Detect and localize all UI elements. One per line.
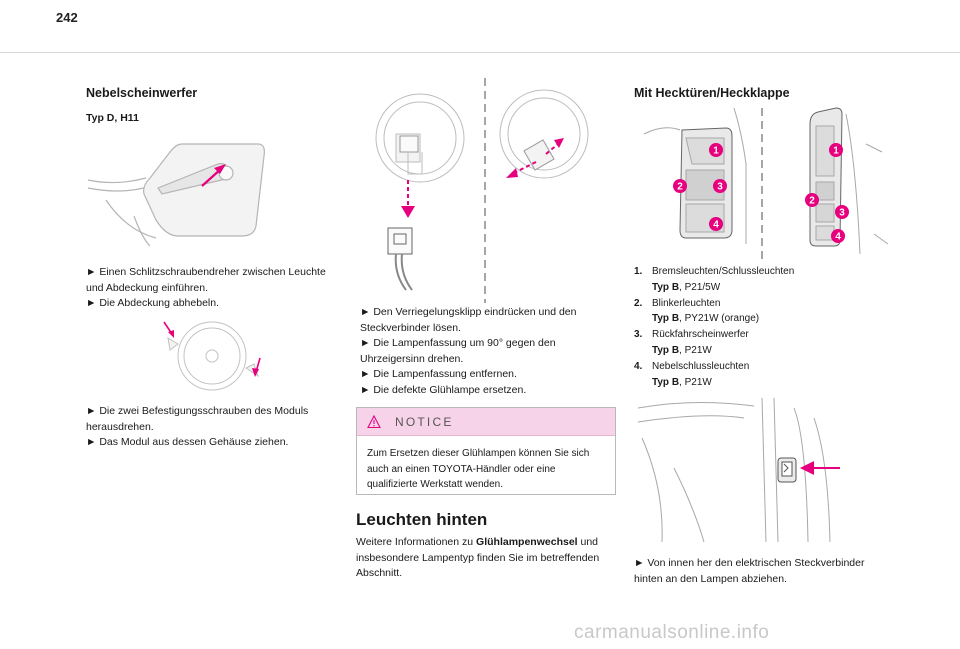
svg-text:4: 4	[713, 220, 719, 231]
warning-triangle-icon	[367, 414, 381, 428]
bulb-step1: Den Verriegelungsklipp eindrücken und de…	[360, 306, 577, 334]
section-heading-rear-doors: Mit Hecktüren/Heckklappe	[634, 86, 790, 100]
bulb-step3: Die Lampenfassung entfernen.	[373, 368, 517, 380]
fog-step2-line1: Die zwei Befestigungsschrauben des Modul…	[86, 405, 309, 433]
notice-text: Zum Ersetzen dieser Glühlampen können Si…	[367, 448, 590, 490]
callout-1-left: 1	[709, 143, 723, 157]
fog-module-screws-illustration	[163, 321, 261, 391]
rear-lights-intro: Weitere Informationen zu Glühlampenwechs…	[356, 536, 600, 579]
fog-step1-text: ► Einen Schlitzschraubendreher zwischen …	[86, 266, 326, 309]
header-rule	[0, 52, 960, 53]
svg-text:3: 3	[717, 182, 723, 193]
svg-text:1: 1	[833, 146, 839, 157]
screw-arrow-icon	[163, 321, 261, 377]
fog-step2-line2: Das Modul aus dessen Gehäuse ziehen.	[99, 436, 289, 448]
callout-3-right: 3	[835, 205, 849, 219]
bulb-step2: Die Lampenfassung um 90° gegen den Uhrze…	[360, 337, 556, 365]
connector-step-text: ► Von innen her den elektrischen Steckve…	[634, 557, 865, 585]
notice-title: NOTICE	[395, 414, 454, 429]
watermark: carmanualsonline.info	[574, 622, 770, 643]
bulb-steps-text: ► Den Verriegelungsklipp eindrücken und …	[360, 306, 577, 396]
callout-4-left: 4	[709, 217, 723, 231]
callout-3-left: 3	[713, 179, 727, 193]
notice-header: NOTICE	[357, 408, 615, 436]
section-heading-fog-lights: Nebelscheinwerfer	[86, 86, 198, 100]
callout-4-right: 4	[831, 229, 845, 243]
pull-down-arrow-icon	[401, 180, 415, 218]
fog-step1-line1: Einen Schlitzschraubendreher zwischen Le…	[86, 266, 326, 294]
callout-2-left: 2	[673, 179, 687, 193]
rear-lights-title: Leuchten hinten	[356, 510, 488, 529]
page-number: 242	[56, 10, 78, 25]
rotate-arrows-icon	[506, 138, 564, 178]
rear-lamp-cluster-illustration: 1 2 3 4 1 2 3 4	[643, 107, 889, 260]
bulb-step4: Die defekte Glühlampe ersetzen.	[373, 383, 527, 396]
svg-text:2: 2	[677, 182, 683, 193]
callout-1-right: 1	[829, 143, 843, 157]
fog-step1-line2: Die Abdeckung abhebeln.	[99, 297, 220, 309]
callout-2-right: 2	[805, 193, 819, 207]
fog-step2-text: ► Die zwei Befestigungsschrauben des Mod…	[86, 405, 309, 448]
connector-arrow-icon	[800, 461, 840, 475]
notice-box: NOTICE Zum Ersetzen dieser Glühlampen kö…	[356, 407, 616, 495]
svg-text:2: 2	[809, 196, 815, 207]
svg-text:4: 4	[835, 232, 841, 243]
rear-connector-illustration	[637, 398, 840, 542]
bulb-change-link-text: Glühlampenwechsel	[476, 536, 578, 548]
screwdriver-arrow-icon	[201, 164, 226, 187]
type-subheading: Typ D, H11	[86, 112, 139, 124]
connector-step: Von innen her den elektrischen Steckverb…	[634, 557, 865, 585]
svg-text:1: 1	[713, 146, 719, 157]
fog-light-cover-illustration	[87, 143, 265, 247]
svg-text:3: 3	[839, 208, 845, 219]
bulb-holder-removal-illustration	[375, 78, 589, 303]
